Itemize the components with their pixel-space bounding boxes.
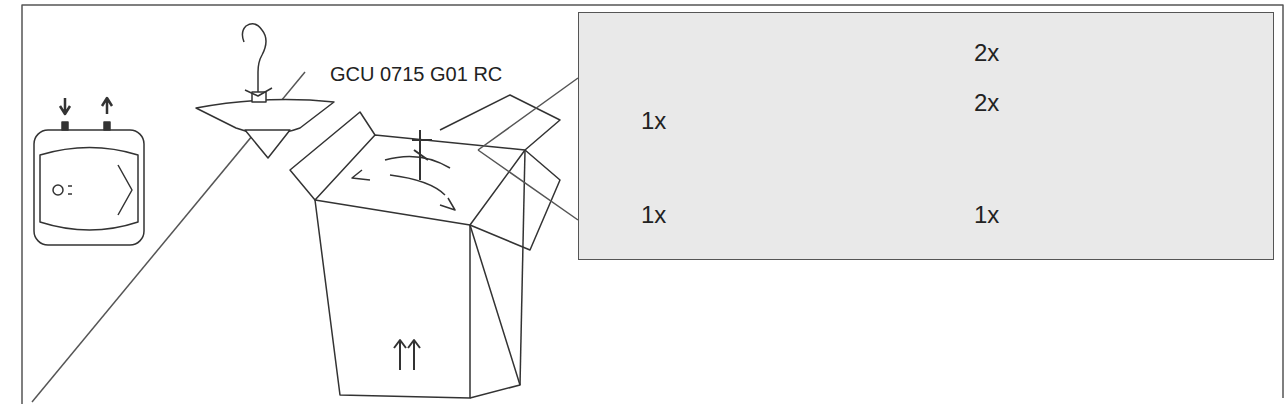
quantity-label: 1x: [974, 203, 999, 227]
contents-panel: 1x 2x 2x 1x 1x: [578, 12, 1274, 260]
frame: [22, 5, 1283, 404]
quantity-label: 2x: [974, 41, 999, 65]
quantity-label: 1x: [641, 203, 666, 227]
package-box: [290, 95, 560, 398]
callout-wedge: [478, 78, 578, 220]
quantity-label: 2x: [974, 91, 999, 115]
sink: [196, 24, 334, 158]
model-label: GCU 0715 G01 RC: [330, 64, 502, 84]
water-heater: [34, 98, 144, 245]
quantity-label: 1x: [641, 109, 666, 133]
